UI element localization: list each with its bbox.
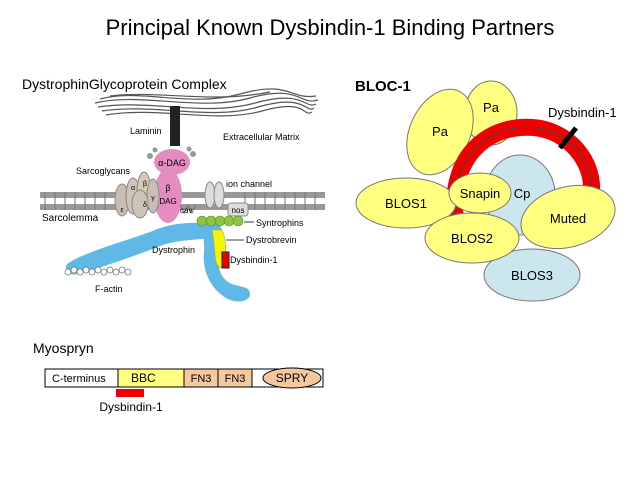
fn3-domain-2 bbox=[217, 368, 253, 388]
spry-domain bbox=[262, 367, 322, 389]
bloc1-panel: BLOC-1 Cp BLOS3 Pa Pa Muted BLOS1 BLOS2 … bbox=[355, 78, 617, 302]
syntrophins-label: Syntrophins bbox=[256, 218, 304, 228]
alpha-dag-sugars bbox=[147, 146, 196, 159]
sarcolemma-membrane bbox=[40, 192, 325, 210]
sarcoglycan-delta: δ bbox=[143, 202, 147, 209]
bloc1-dysbindin-label: Dysbindin-1 bbox=[548, 105, 617, 120]
blos3-label: BLOS3 bbox=[511, 268, 553, 283]
laminin-stalk bbox=[170, 106, 180, 146]
sarcoglycans-label: Sarcoglycans bbox=[76, 166, 131, 176]
dgc-panel: DystrophinGlycoprotein Complex Laminin E… bbox=[22, 76, 325, 302]
myospryn-panel: Myospryn C-terminus BBC FN3 FN3 SPRY Dys… bbox=[33, 340, 324, 414]
blos2-label: BLOS2 bbox=[451, 231, 493, 246]
cp-label: Cp bbox=[514, 186, 531, 201]
f-actin-label: F-actin bbox=[95, 284, 123, 294]
sarcoglycan-alpha: α bbox=[131, 185, 135, 192]
pa-left-label: Pa bbox=[432, 124, 449, 139]
caveolin-shape bbox=[179, 203, 197, 215]
bloc1-heading: BLOC-1 bbox=[355, 78, 411, 95]
dystrophin-rod bbox=[65, 222, 220, 275]
alpha-dag-label: α-DAG bbox=[158, 158, 186, 168]
myospryn-dysbindin-label: Dysbindin-1 bbox=[99, 400, 163, 414]
cav-label: cav bbox=[180, 206, 192, 215]
snapin-label: Snapin bbox=[460, 186, 500, 201]
laminin-label: Laminin bbox=[130, 126, 162, 136]
beta-dag-symbol: β bbox=[165, 183, 170, 193]
diagram-title: Principal Known Dysbindin-1 Binding Part… bbox=[106, 15, 555, 40]
c-terminus-label: C-terminus bbox=[52, 373, 106, 385]
dgc-dysbindin-label: Dysbindin-1 bbox=[230, 255, 278, 265]
alpha-dag-shape bbox=[154, 149, 190, 175]
spry-label: SPRY bbox=[276, 371, 308, 385]
bloc1-dysbindin-pointer bbox=[558, 126, 578, 150]
blos3-shape bbox=[483, 248, 581, 302]
sarcoglycan-epsilon: ε bbox=[120, 207, 123, 214]
sarcoglycan-gamma: γ bbox=[151, 195, 155, 202]
fn3-label-2: FN3 bbox=[225, 373, 246, 385]
syntrophin-beads bbox=[196, 215, 244, 227]
sarcolemma-label: Sarcolemma bbox=[42, 213, 99, 224]
blos1-label: BLOS1 bbox=[385, 196, 427, 211]
sarcoglycan-beta: β bbox=[143, 181, 147, 188]
f-actin-filament bbox=[64, 266, 132, 276]
extracellular-matrix-fibers bbox=[94, 88, 319, 117]
snapin-shape bbox=[448, 172, 512, 214]
dgc-dysbindin-box bbox=[221, 251, 230, 269]
fn3-label-1: FN3 bbox=[191, 373, 212, 385]
ion-channel bbox=[204, 181, 225, 209]
bloc1-dysbindin-arc-outline bbox=[454, 126, 592, 216]
nos-label: nos bbox=[232, 206, 245, 215]
blos2-shape bbox=[424, 212, 520, 264]
extracellular-matrix-label: Extracellular Matrix bbox=[223, 132, 300, 142]
bbc-label: BBC bbox=[131, 371, 156, 385]
muted-label: Muted bbox=[550, 211, 586, 226]
dgc-heading: DystrophinGlycoprotein Complex bbox=[22, 76, 227, 92]
myospryn-heading: Myospryn bbox=[33, 340, 94, 356]
ion-channel-label: ion channel bbox=[226, 179, 272, 189]
dystrophin-label: Dystrophin bbox=[152, 245, 195, 255]
beta-dag-shape bbox=[154, 169, 182, 223]
beta-dag-label: DAG bbox=[159, 197, 176, 206]
sarcoglycan-complex bbox=[114, 171, 160, 219]
pa-top-label: Pa bbox=[483, 100, 500, 115]
muted-shape bbox=[520, 184, 616, 250]
myospryn-dysbindin-box bbox=[116, 389, 144, 397]
dystrobrevin-label: Dystrobrevin bbox=[246, 235, 297, 245]
